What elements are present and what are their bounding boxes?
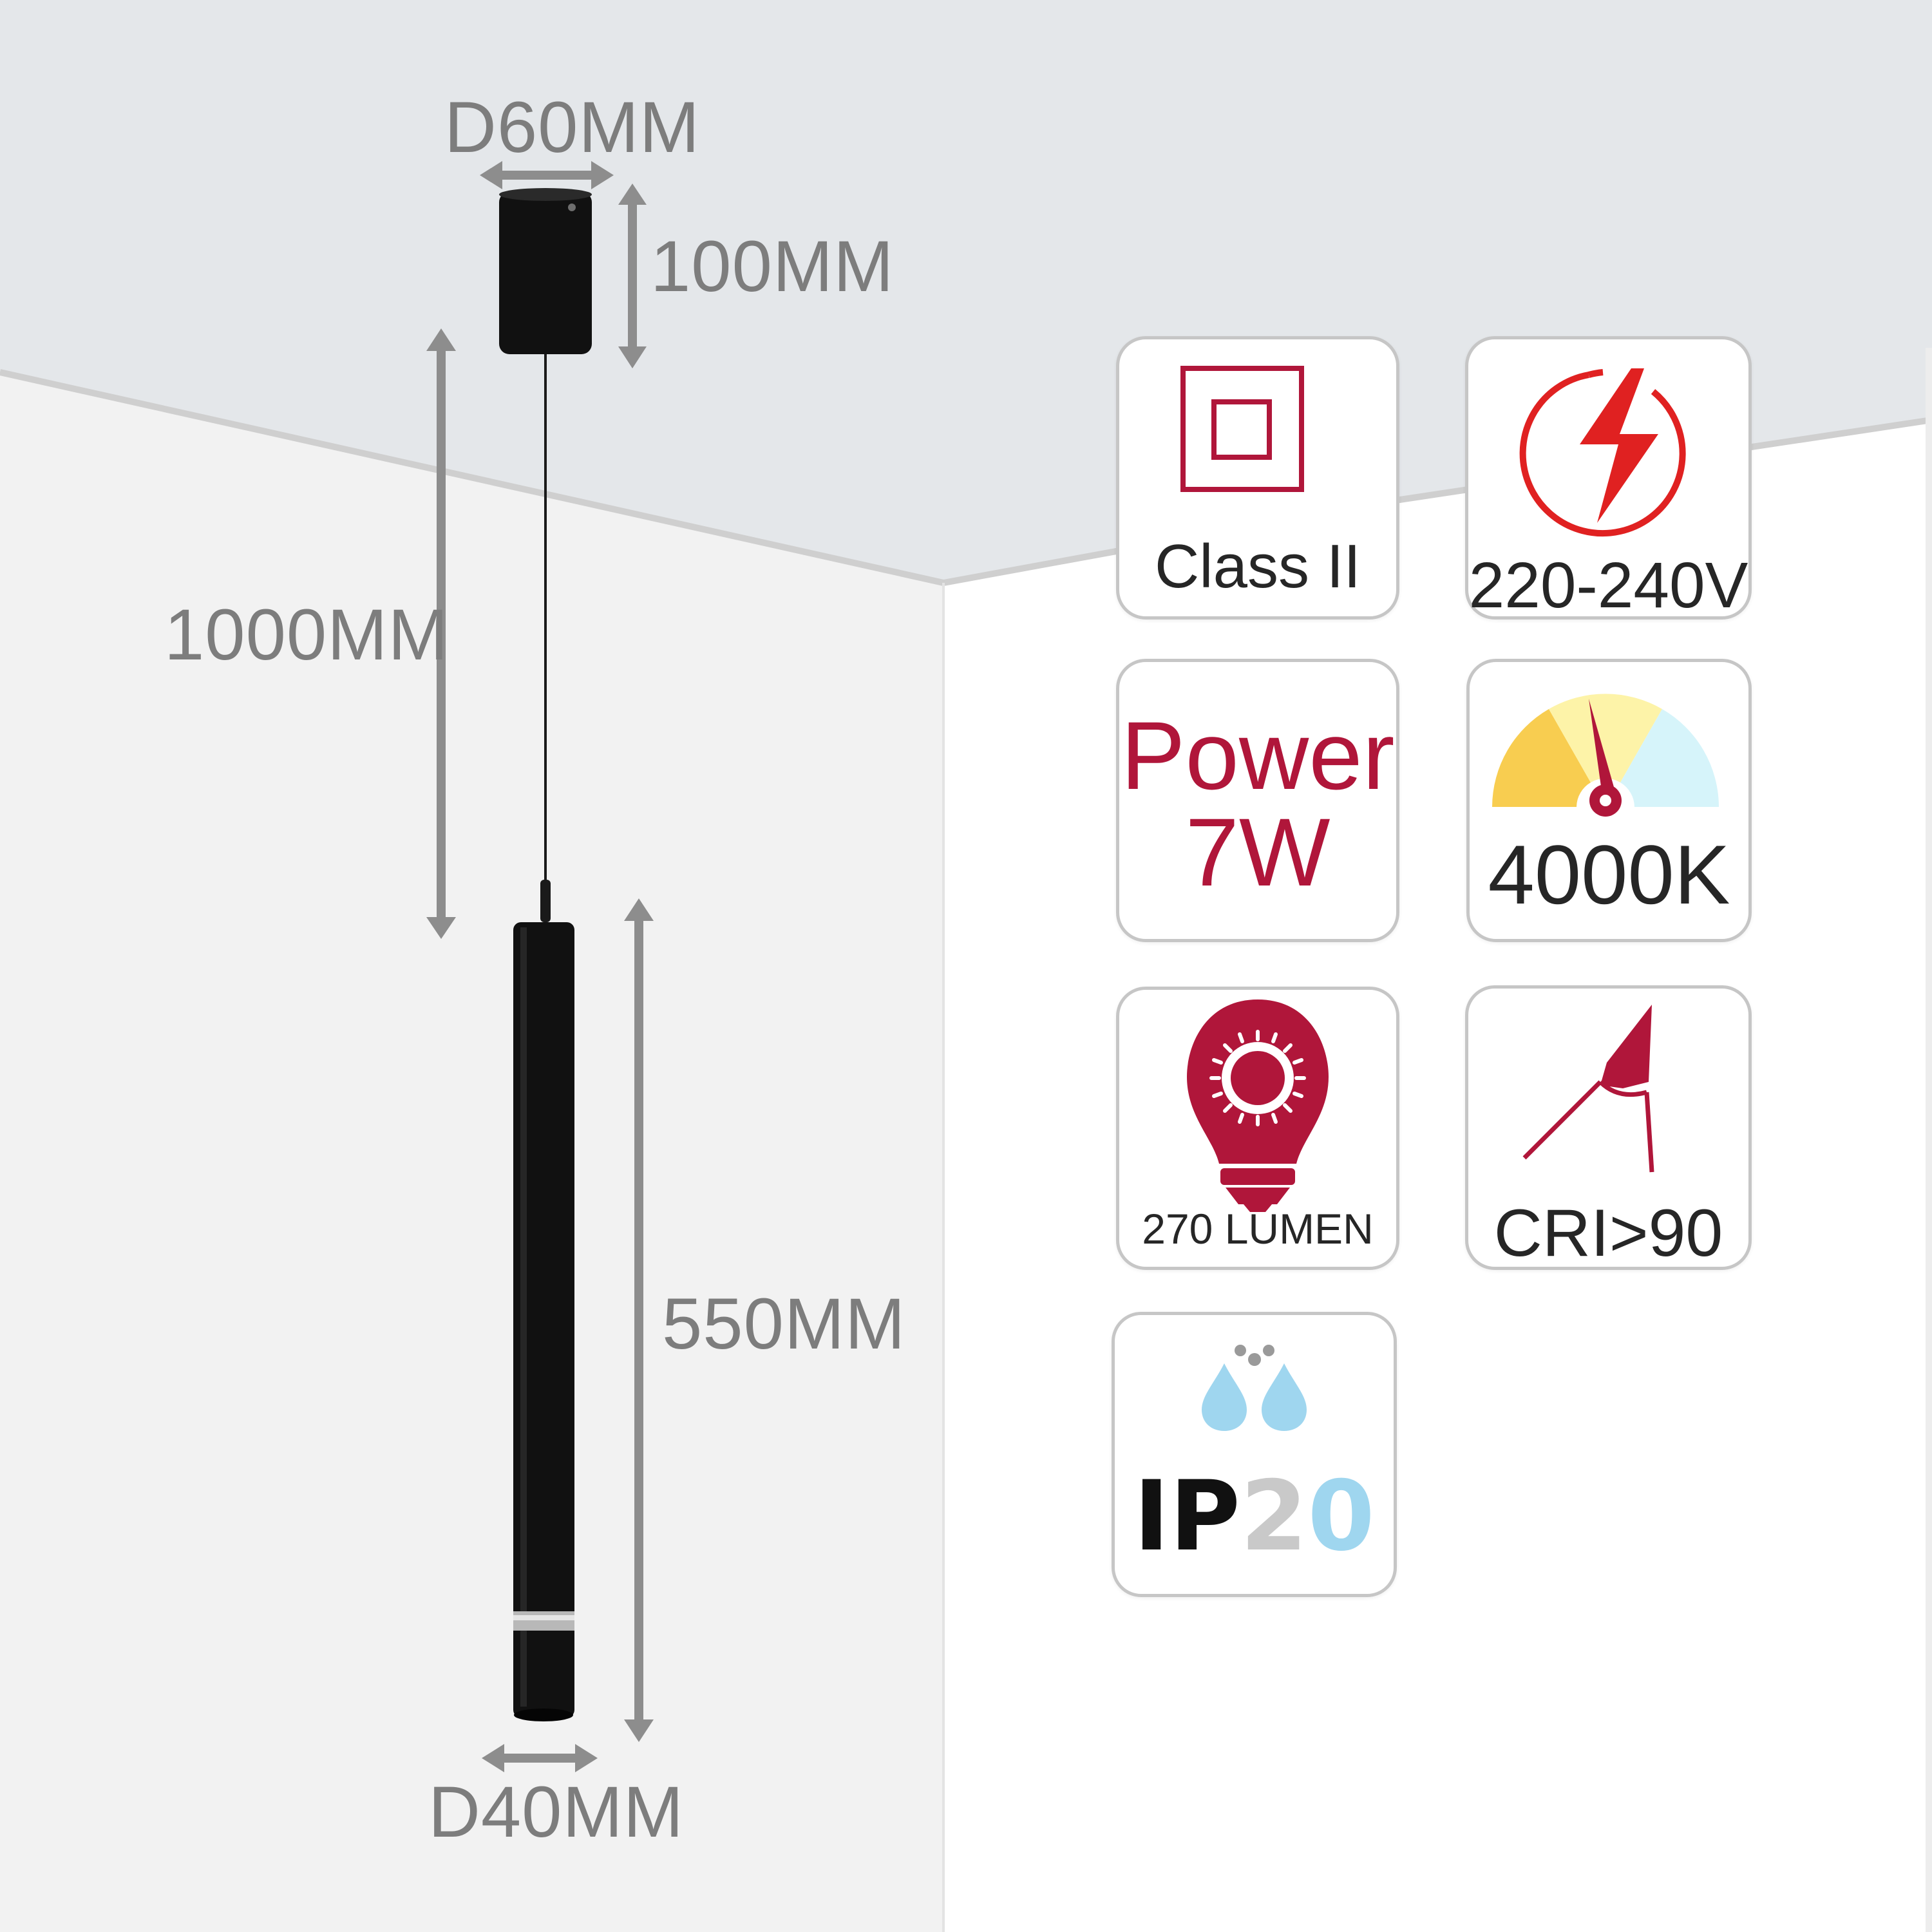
ip-digit-two: 0 bbox=[1307, 1461, 1375, 1573]
chrome-ring bbox=[513, 1611, 574, 1631]
power-title: Power bbox=[1121, 701, 1395, 810]
lumen-label: 270 LUMEN bbox=[1142, 1205, 1374, 1253]
power-value: 7W bbox=[1185, 798, 1331, 906]
canopy-top bbox=[499, 188, 592, 201]
pendant-tube bbox=[513, 922, 574, 1718]
lightning-bolt-icon bbox=[1519, 368, 1686, 537]
canopy-diameter-label: D60MM bbox=[444, 87, 701, 167]
power-card: Power 7W bbox=[1116, 659, 1399, 942]
ceiling bbox=[0, 0, 1932, 583]
double-square-icon bbox=[1180, 366, 1304, 492]
ip-rating-label: IP20 bbox=[1115, 1468, 1394, 1565]
cable-grip bbox=[540, 880, 551, 922]
light-bulb-icon bbox=[1187, 999, 1329, 1212]
dimension-arrows bbox=[426, 161, 654, 1772]
voltage-label: 220-240V bbox=[1468, 549, 1748, 621]
chrome-ring-shine bbox=[513, 1615, 574, 1620]
water-drops-icon bbox=[1202, 1345, 1307, 1431]
class-ii-card: Class II bbox=[1116, 336, 1399, 620]
cri-angle-icon bbox=[1522, 1005, 1654, 1173]
cri-label: CRI>90 bbox=[1493, 1196, 1723, 1271]
tube-highlight bbox=[520, 927, 527, 1707]
cri-card: CRI>90 bbox=[1465, 985, 1752, 1270]
canopy-height-label: 100MM bbox=[650, 226, 895, 307]
right-wall bbox=[943, 420, 1932, 1932]
color-temp-card: 4000K bbox=[1466, 659, 1752, 942]
cable-length-label: 1000MM bbox=[164, 594, 449, 675]
ip-rating-card: IP20 bbox=[1112, 1312, 1397, 1597]
ip-prefix: IP bbox=[1133, 1461, 1240, 1573]
color-temperature-gauge-icon bbox=[1492, 694, 1719, 817]
tube-length-label: 550MM bbox=[662, 1283, 906, 1364]
tube-diameter-label: D40MM bbox=[428, 1772, 685, 1852]
lumen-card: 270 LUMEN bbox=[1116, 987, 1399, 1270]
canopy-screw bbox=[568, 204, 576, 211]
voltage-card: 220-240V bbox=[1465, 336, 1752, 620]
canopy bbox=[499, 192, 592, 354]
tube-bottom bbox=[514, 1709, 573, 1721]
left-wall bbox=[0, 372, 943, 1932]
right-edge-strip bbox=[1926, 348, 1932, 1932]
ip-digit-one: 2 bbox=[1240, 1461, 1308, 1573]
class-label: Class II bbox=[1154, 532, 1361, 601]
color-temp-label: 4000K bbox=[1488, 828, 1730, 922]
